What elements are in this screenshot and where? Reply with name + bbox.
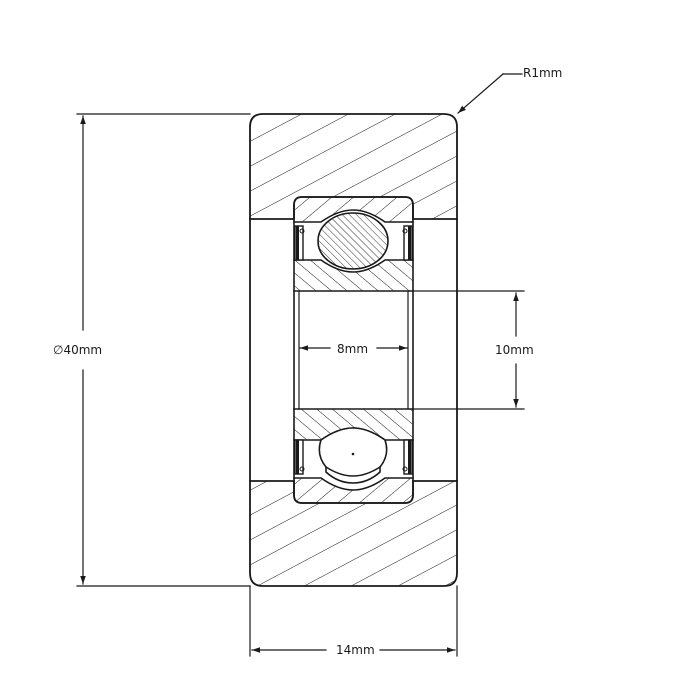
outer-diameter-label: ∅40mm	[50, 343, 106, 357]
inner-height-label: 10mm	[492, 343, 537, 357]
bore	[293, 290, 414, 410]
ball-top	[317, 212, 389, 270]
radius-label: R1mm	[523, 66, 563, 80]
bearing-inner-ring-top	[293, 259, 414, 292]
seal-top-left	[294, 225, 305, 261]
dimension-inner-height	[412, 290, 525, 410]
dimension-outer-diameter	[76, 113, 251, 587]
seal-bottom-left	[294, 439, 305, 475]
width-label: 14mm	[333, 643, 378, 657]
bore-label: 8mm	[334, 342, 372, 356]
bearing-outer-ring-bottom	[293, 477, 414, 504]
seal-bottom-right	[402, 439, 413, 475]
ball-bottom	[318, 427, 388, 484]
seal-top-right	[402, 225, 413, 261]
radius-leader	[457, 73, 523, 114]
dimension-width	[249, 585, 458, 657]
